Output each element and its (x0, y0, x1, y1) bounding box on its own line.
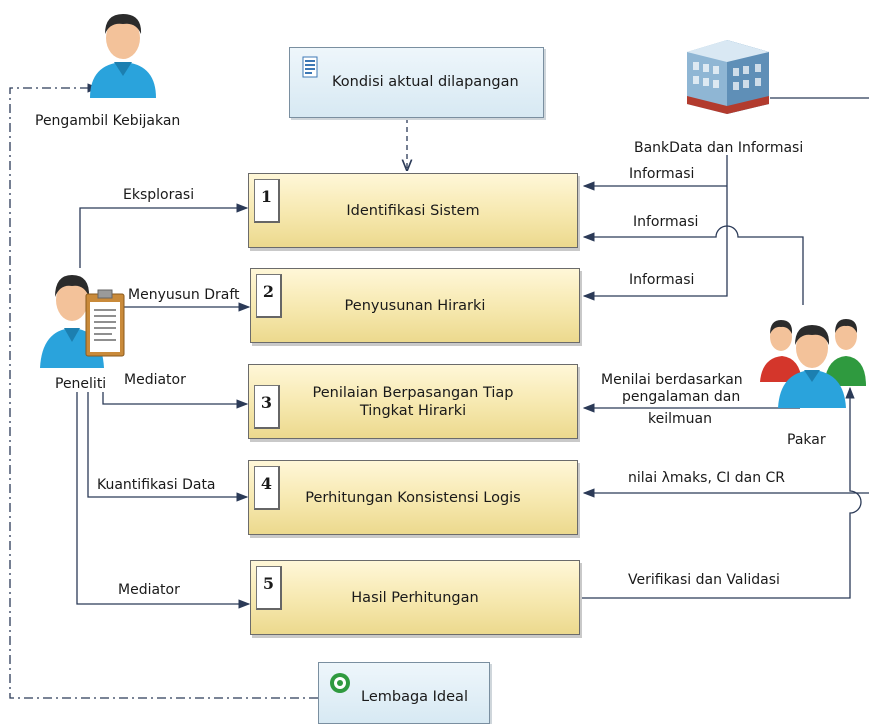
mediator-3-label: Mediator (124, 372, 186, 388)
eksplorasi-label: Eksplorasi (123, 187, 195, 203)
policy-maker-label: Pengambil Kebijakan (35, 113, 181, 129)
step-number: 3 (254, 385, 280, 429)
step-label-line2: Tingkat Hirarki (359, 402, 467, 419)
step-number: 1 (254, 179, 280, 223)
experts-icon (760, 319, 866, 408)
dashed-feedback-line (9, 83, 318, 699)
step-number: 4 (254, 466, 280, 510)
step-number: 5 (256, 566, 282, 610)
step-label: Identifikasi Sistem (346, 202, 480, 219)
informasi-1-label: Informasi (629, 166, 695, 182)
researcher-label: Peneliti (55, 376, 107, 392)
step-1-box: 1 Identifikasi Sistem (248, 173, 578, 248)
policy-maker-icon (90, 14, 156, 98)
mediator-5-arrow (76, 392, 251, 609)
step-5-box: 5 Hasil Perhitungan (250, 560, 580, 635)
step-2-box: 2 Penyusunan Hirarki (250, 268, 580, 343)
verifikasi-line (580, 386, 862, 599)
researcher-icon (40, 275, 125, 368)
menilai-label-3: keilmuan (648, 411, 712, 427)
actual-condition-label: Kondisi aktual dilapangan (332, 74, 519, 90)
menyusun-label: Menyusun Draft (128, 287, 240, 303)
mediator-3-arrow (102, 392, 249, 409)
step-label: Penyusunan Hirarki (344, 297, 486, 314)
step-label-line1: Penilaian Berpasangan Tiap (312, 384, 514, 401)
menilai-label-2: pengalaman dan (622, 389, 741, 405)
building-icon (687, 40, 769, 114)
ideal-institution-label: Lembaga Ideal (361, 689, 468, 705)
target-icon (330, 673, 350, 693)
expert-label: Pakar (787, 432, 826, 448)
ideal-institution-box: Lembaga Ideal (318, 662, 490, 724)
step-label: Hasil Perhitungan (351, 589, 479, 606)
eksplorasi-arrow (79, 203, 249, 268)
actual-condition-box: Kondisi aktual dilapangan (289, 47, 544, 118)
menilai-label-1: Menilai berdasarkan (601, 372, 743, 388)
step-label: Perhitungan Konsistensi Logis (305, 489, 521, 506)
document-icon (302, 56, 318, 78)
step-number: 2 (256, 274, 282, 318)
kuantifikasi-label: Kuantifikasi Data (97, 477, 216, 493)
informasi-2-arrow (582, 225, 804, 305)
step-3-box: 3 Penilaian Berpasangan Tiap Tingkat Hir… (248, 364, 578, 439)
step-4-box: 4 Perhitungan Konsistensi Logis (248, 460, 578, 535)
nilai-label: nilai λmaks, CI dan CR (628, 470, 786, 486)
kuantifikasi-arrow (87, 392, 249, 502)
databank-vertical (582, 155, 728, 301)
verifikasi-label: Verifikasi dan Validasi (628, 572, 780, 588)
mediator-5-label: Mediator (118, 582, 180, 598)
informasi-2-label: Informasi (633, 214, 699, 230)
databank-label: BankData dan Informasi (634, 140, 804, 156)
informasi-3-label: Informasi (629, 272, 695, 288)
